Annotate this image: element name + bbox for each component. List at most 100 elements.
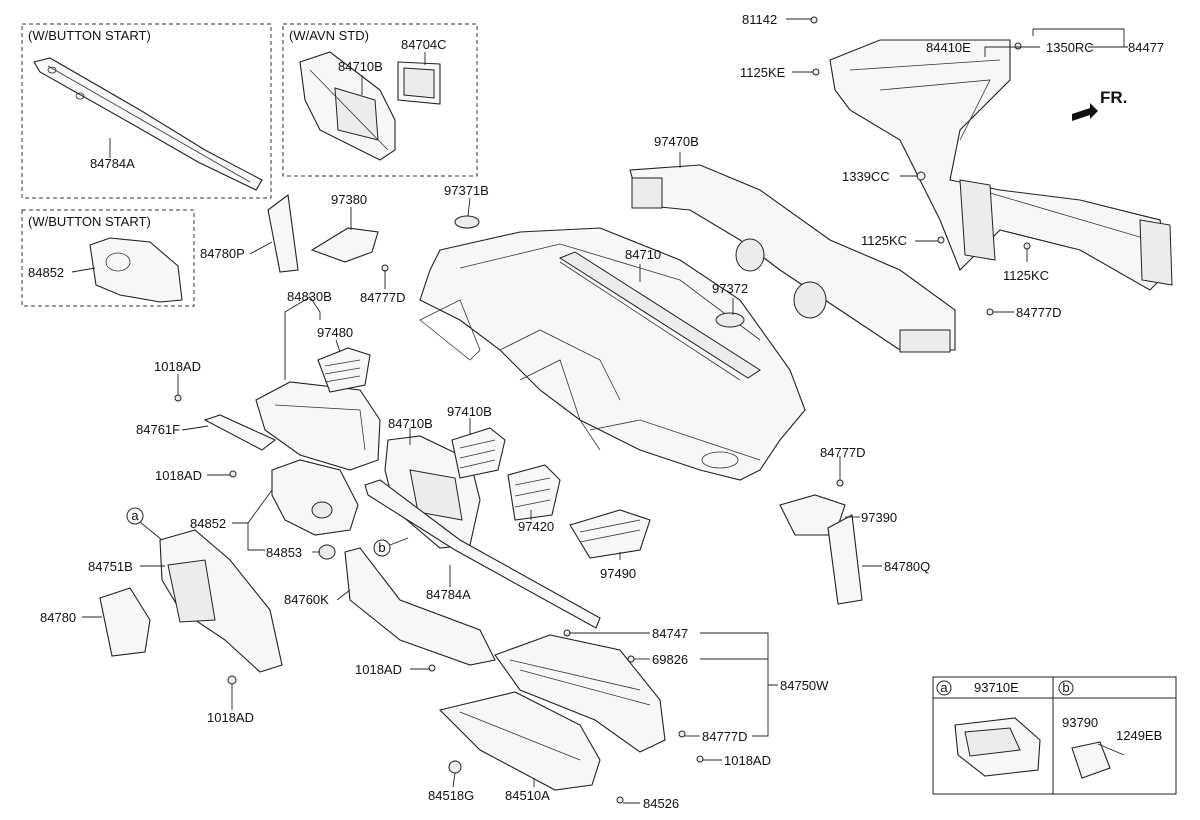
label-97410b: 97410B (447, 404, 492, 419)
label-84761f: 84761F (136, 422, 180, 437)
label-84704c: 84704C (401, 37, 447, 52)
part-labels: 81142 84410E 1350RC 84477 1125KE 97470B … (28, 12, 1164, 811)
label-84410e: 84410E (926, 40, 971, 55)
part-84761f (203, 414, 277, 451)
part-84751b (159, 529, 283, 673)
label-84830b: 84830B (287, 289, 332, 304)
label-1018ad-3: 1018AD (355, 662, 402, 677)
part-duct-97470b (629, 164, 956, 353)
label-1125kc-b: 1125KC (1003, 268, 1049, 283)
part-cluster-84830b (255, 381, 381, 471)
part-84780q (827, 514, 863, 605)
label-84751b: 84751B (88, 559, 133, 574)
label-97420: 97420 (518, 519, 554, 534)
option-box-button-start-top: (W/BUTTON START) (21, 23, 272, 199)
part-84853 (318, 544, 336, 560)
part-vent-97490 (569, 509, 651, 559)
part-84518g (448, 760, 462, 774)
label-84477: 84477 (1128, 40, 1164, 55)
label-1018ad-1: 1018AD (154, 359, 201, 374)
callout-letter: b (378, 540, 385, 555)
legend-letter-a: a (940, 680, 948, 695)
label-84760k: 84760K (284, 592, 329, 607)
part-97380 (310, 227, 379, 263)
label-84784a-top: 84784A (90, 156, 135, 171)
label-84750w: 84750W (780, 678, 829, 693)
part-84784a-strip (364, 479, 601, 629)
label-84780: 84780 (40, 610, 76, 625)
part-vent-97410b (451, 427, 506, 479)
label-69826: 69826 (652, 652, 688, 667)
part-glovebox-door-84510a (438, 691, 601, 791)
label-84777d-right: 84777D (1016, 305, 1062, 320)
label-97380: 97380 (331, 192, 367, 207)
label-84777d-mid: 84777D (820, 445, 866, 460)
label-84518g: 84518G (428, 788, 474, 803)
legend-letter-b: b (1062, 680, 1069, 695)
part-84852 (271, 459, 359, 536)
callout-a: a (126, 507, 163, 541)
label-84510a: 84510A (505, 788, 550, 803)
label-84747: 84747 (652, 626, 688, 641)
option-box-avn-std: (W/AVN STD) (282, 23, 478, 177)
callout-b: b (373, 537, 409, 557)
legend-part-b1: 93790 (1062, 715, 1098, 730)
front-direction-indicator: FR. (1072, 88, 1127, 121)
part-84760k (344, 547, 496, 666)
label-84780q: 84780Q (884, 559, 930, 574)
label-97390: 97390 (861, 510, 897, 525)
label-97372: 97372 (712, 281, 748, 296)
part-97372 (715, 312, 745, 328)
callout-letter: a (131, 508, 139, 523)
label-84780p: 84780P (200, 246, 245, 261)
part-cowl-crossbar-84410e (829, 39, 1173, 291)
part-84780-panel (99, 587, 151, 657)
option-box-button-start-bottom: (W/BUTTON START) (21, 209, 195, 307)
part-vent-97390 (779, 494, 846, 536)
part-vent-97480 (317, 347, 371, 393)
label-1125ke: 1125KE (740, 65, 786, 80)
label-84710b-top: 84710B (338, 59, 383, 74)
part-trim-strip-84784a-top (33, 57, 263, 191)
label-84710b: 84710B (388, 416, 433, 431)
part-switch-93790 (1071, 741, 1111, 779)
label-1018ad-5: 1018AD (724, 753, 771, 768)
legend-part-b2: 1249EB (1116, 728, 1162, 743)
label-84852-top: 84852 (28, 265, 64, 280)
box-title: (W/BUTTON START) (28, 214, 151, 229)
part-84852-top (89, 237, 183, 303)
label-97480: 97480 (317, 325, 353, 340)
box-title: (W/AVN STD) (289, 28, 369, 43)
label-97371b: 97371B (444, 183, 489, 198)
label-1018ad-4: 1018AD (207, 710, 254, 725)
fasteners (174, 16, 1031, 804)
label-1350rc: 1350RC (1046, 40, 1094, 55)
leader-lines (71, 18, 1128, 804)
label-1125kc-a: 1125KC (861, 233, 907, 248)
part-97371b (454, 215, 480, 229)
label-84853: 84853 (266, 545, 302, 560)
label-84852: 84852 (190, 516, 226, 531)
label-1018ad-2: 1018AD (155, 468, 202, 483)
label-97470b: 97470B (654, 134, 699, 149)
label-1339cc: 1339CC (842, 169, 890, 184)
part-switch-93710e (954, 717, 1041, 777)
part-84710b-top (299, 51, 396, 161)
part-vent-97420 (507, 464, 561, 521)
legend-box: a 93710E b 93790 1249EB (932, 676, 1177, 795)
fr-label: FR. (1100, 88, 1127, 107)
label-84777d-bottom: 84777D (702, 729, 748, 744)
part-84704c-screen (397, 61, 441, 105)
box-title: (W/BUTTON START) (28, 28, 151, 43)
label-84526: 84526 (643, 796, 679, 811)
part-dashboard-84710 (419, 227, 806, 481)
part-glovebox-84750w (494, 634, 666, 753)
label-97490: 97490 (600, 566, 636, 581)
label-84784a: 84784A (426, 587, 471, 602)
label-81142: 81142 (742, 12, 777, 27)
label-84710: 84710 (625, 247, 661, 262)
legend-part-a: 93710E (974, 680, 1019, 695)
part-84780p (267, 193, 299, 273)
label-84777d-center: 84777D (360, 290, 406, 305)
